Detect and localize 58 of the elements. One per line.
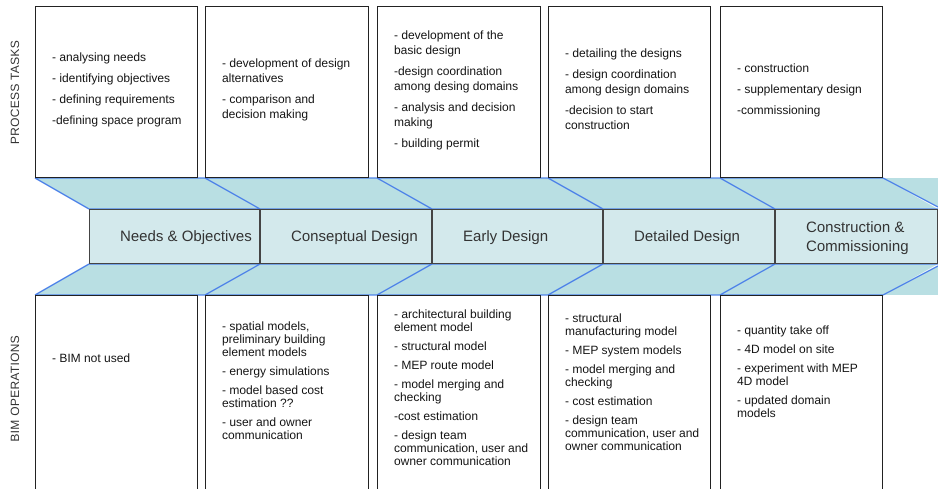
operation-item: - energy simulations: [222, 365, 330, 378]
operation-item: - model merging and checking: [394, 378, 506, 404]
task-item: - supplementary design: [737, 82, 863, 96]
operation-item: - MEP system models: [565, 344, 682, 357]
phase-box: [432, 209, 603, 264]
task-item: - development of the basic design: [394, 28, 504, 58]
row-label: PROCESS TASKS: [8, 40, 22, 144]
operation-item: - spatial models, preliminary building element models: [222, 320, 326, 359]
phase-box: [775, 209, 938, 264]
task-box: [377, 6, 541, 178]
bim-operations-box: [548, 295, 711, 489]
operation-item: - design team communication, user and owner communication: [565, 414, 700, 453]
task-item: - construction: [737, 60, 810, 76]
task-item: - design coordination among design domains: [565, 66, 690, 96]
phase-name: Needs & Objectives: [120, 227, 252, 246]
task-box: [548, 6, 711, 178]
row-label: BIM OPERATIONS: [8, 335, 22, 442]
operation-item: -cost estimation: [394, 410, 480, 423]
operation-item: - 4D model on site: [737, 343, 836, 356]
operation-item: - updated domain models: [737, 394, 832, 420]
task-item: -design coordination among desing domains: [394, 64, 520, 94]
task-item: - defining requirements: [52, 92, 176, 107]
phase-name: Construction & Commissioning: [806, 218, 910, 256]
operation-item: - structural model: [394, 340, 488, 353]
task-item: -decision to start construction: [565, 102, 654, 132]
bim-operations-box: [720, 295, 883, 489]
task-item: - comparison and decision making: [222, 92, 316, 122]
operation-item: - structural manufacturing model: [565, 312, 678, 338]
operation-item: - cost estimation: [565, 395, 654, 408]
task-box: [35, 6, 198, 178]
operation-item: - user and owner communication: [222, 416, 314, 442]
operation-item: - quantity take off: [737, 324, 830, 337]
operation-item: - architectural building element model: [394, 308, 512, 334]
operation-item: - design team communication, user and owner communication: [394, 429, 530, 468]
task-item: - analysing needs: [52, 50, 148, 65]
operation-item: - MEP route model: [394, 359, 495, 372]
operation-item: - model based cost estimation ??: [222, 384, 324, 410]
task-item: - identifying objectives: [52, 71, 172, 86]
task-item: - building permit: [394, 136, 480, 150]
bim-operations-box: [377, 295, 541, 489]
bim-operations-box: [205, 295, 369, 489]
operation-item: - experiment with MEP 4D model: [737, 362, 858, 388]
phase-box: [89, 209, 260, 264]
phase-box: [603, 209, 775, 264]
bim-operations-box: [35, 295, 198, 489]
task-item: -defining space program: [52, 113, 182, 128]
task-item: - analysis and decision making: [394, 100, 516, 130]
task-box: [720, 6, 883, 178]
task-item: - detailing the designs: [565, 46, 683, 60]
phase-name: Detailed Design: [634, 227, 740, 246]
phase-name: Early Design: [463, 227, 548, 246]
task-item: - development of design alternatives: [222, 56, 352, 86]
phase-name: Conseptual Design: [291, 227, 418, 246]
operation-item: - BIM not used: [52, 352, 132, 365]
operation-item: - model merging and checking: [565, 363, 676, 389]
task-box: [205, 6, 369, 178]
phase-box: [260, 209, 432, 264]
task-item: -commissioning: [737, 102, 822, 118]
